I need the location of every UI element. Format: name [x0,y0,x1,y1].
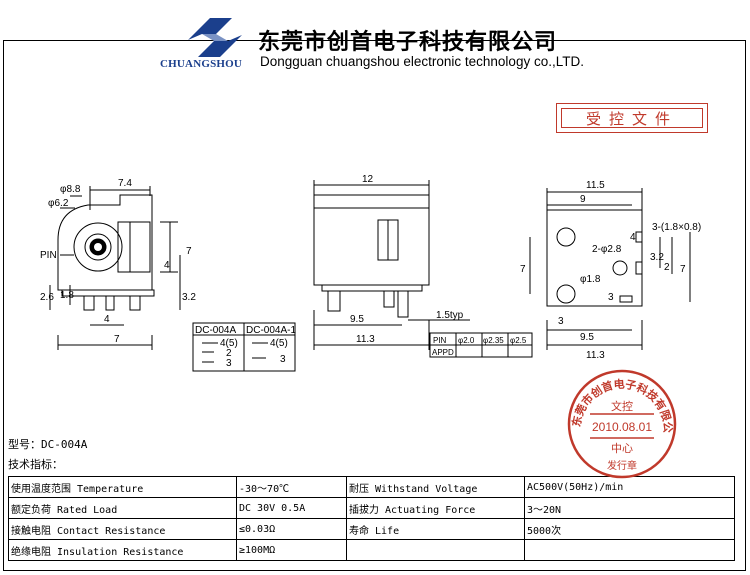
company-name-cn: 东莞市创首电子科技有限公司 [258,30,558,55]
dim-v7: 7 [520,264,526,275]
dim-h32: 3.2 [182,292,196,303]
table-cell [524,539,735,561]
model-line: 型号：DC-004A [8,438,88,451]
pin-table-appd: APPD [432,348,454,357]
table-cell: 接触电阻 Contact Resistance [8,518,237,540]
pin-table-p3: φ2.5 [510,336,527,345]
dim-w4: 4 [104,314,110,325]
table-cell: -30～70℃ [236,476,347,498]
dim-d28: 2-φ2.8 [592,244,622,255]
dim-hole: 3-(1.8×0.8) [652,222,701,233]
front-view [313,180,470,350]
dim-74: 7.4 [118,178,132,189]
dim-w7: 7 [114,334,120,345]
pin-table-pin: PIN [433,336,447,345]
dim-v3: 3 [608,292,614,303]
stamp-top: 文控 [611,399,633,413]
stamp-date: 2010.08.01 [592,420,652,434]
dim-w3: 3 [558,316,564,327]
dim-h26: 2.6 [40,292,54,303]
schematic-a: DC-004A [195,325,236,336]
dim-v2: 2 [664,262,670,273]
technical-drawing: φ8.8 φ6.2 7.4 PIN 7 4 2.6 1.8 3.2 4 7 12… [40,174,701,372]
dim-h4: 4 [164,260,170,271]
dim-w95r: 9.5 [580,332,594,343]
table-cell [346,539,525,561]
table-cell: 耐压 Withstand Voltage [346,476,525,498]
table-cell: 插拔力 Actuating Force [346,497,525,519]
table-row: 接触电阻 Contact Resistance ≤0.03Ω 寿命 Life 5… [8,518,735,540]
dim-d88: φ8.8 [60,184,81,195]
stamp-center: 中心 [611,442,633,455]
table-cell: 3～20N [524,497,735,519]
schematic [192,322,296,372]
spec-table: 使用温度范围 Temperature -30～70℃ 耐压 Withstand … [8,476,735,561]
table-cell: ≤0.03Ω [236,518,347,540]
tech-heading: 技术指标： [8,458,63,471]
table-cell: ≥100MΩ [236,539,347,561]
company-seal-icon: 东莞市创首电子科技有限公司 文控 2010.08.01 中心 发行章 [566,368,677,479]
table-cell: 寿命 Life [346,518,525,540]
schematic-a-3: 3 [226,358,232,369]
pin-label: PIN [40,250,57,261]
table-row: 额定负荷 Rated Load DC 30V 0.5A 插拔力 Actuatin… [8,497,735,519]
dim-h7: 7 [186,246,192,257]
table-row: 使用温度范围 Temperature -30～70℃ 耐压 Withstand … [8,476,735,498]
controlled-document-label: 受控文件 [561,108,703,128]
dim-w113r: 11.3 [586,350,605,361]
stamp-bottom: 发行章 [607,459,637,472]
company-name-en: Dongguan chuangshou electronic technolog… [260,54,584,69]
pin-table-p2: φ2.35 [483,336,504,345]
dim-w12: 12 [362,174,374,185]
dim-h18: 1.8 [60,290,74,301]
dim-w113: 11.3 [356,334,375,345]
table-cell: 额定负荷 Rated Load [8,497,237,519]
logo-text: CHUANGSHOU [160,58,243,70]
table-cell: DC 30V 0.5A [236,497,347,519]
dim-d62: φ6.2 [48,198,69,209]
right-view [529,188,691,350]
left-view [49,186,181,350]
pin-table-p1: φ2.0 [458,336,475,345]
table-cell: 绝缘电阻 Insulation Resistance [8,539,237,561]
dim-v4: 4 [630,232,636,243]
schematic-a-45: 4(5) [220,338,238,349]
table-cell: 使用温度范围 Temperature [8,476,237,498]
document-frame [3,40,746,571]
dim-15typ: 1.5typ [436,310,464,321]
dim-w95: 9.5 [350,314,364,325]
dim-v7r: 7 [680,264,686,275]
pin-table [429,332,533,358]
dim-w115: 11.5 [586,180,605,191]
schematic-a-2: 2 [226,348,232,359]
schematic-b-45: 4(5) [270,338,288,349]
schematic-b: DC-004A-1 [246,325,296,336]
table-row: 绝缘电阻 Insulation Resistance ≥100MΩ [8,539,735,561]
dim-d18: φ1.8 [580,274,601,285]
table-cell: 5000次 [524,518,735,540]
company-logo-icon [188,18,242,57]
schematic-b-3: 3 [280,354,286,365]
dim-v32: 3.2 [650,252,664,263]
controlled-document-box: 受控文件 [556,103,708,133]
dim-w9: 9 [580,194,586,205]
